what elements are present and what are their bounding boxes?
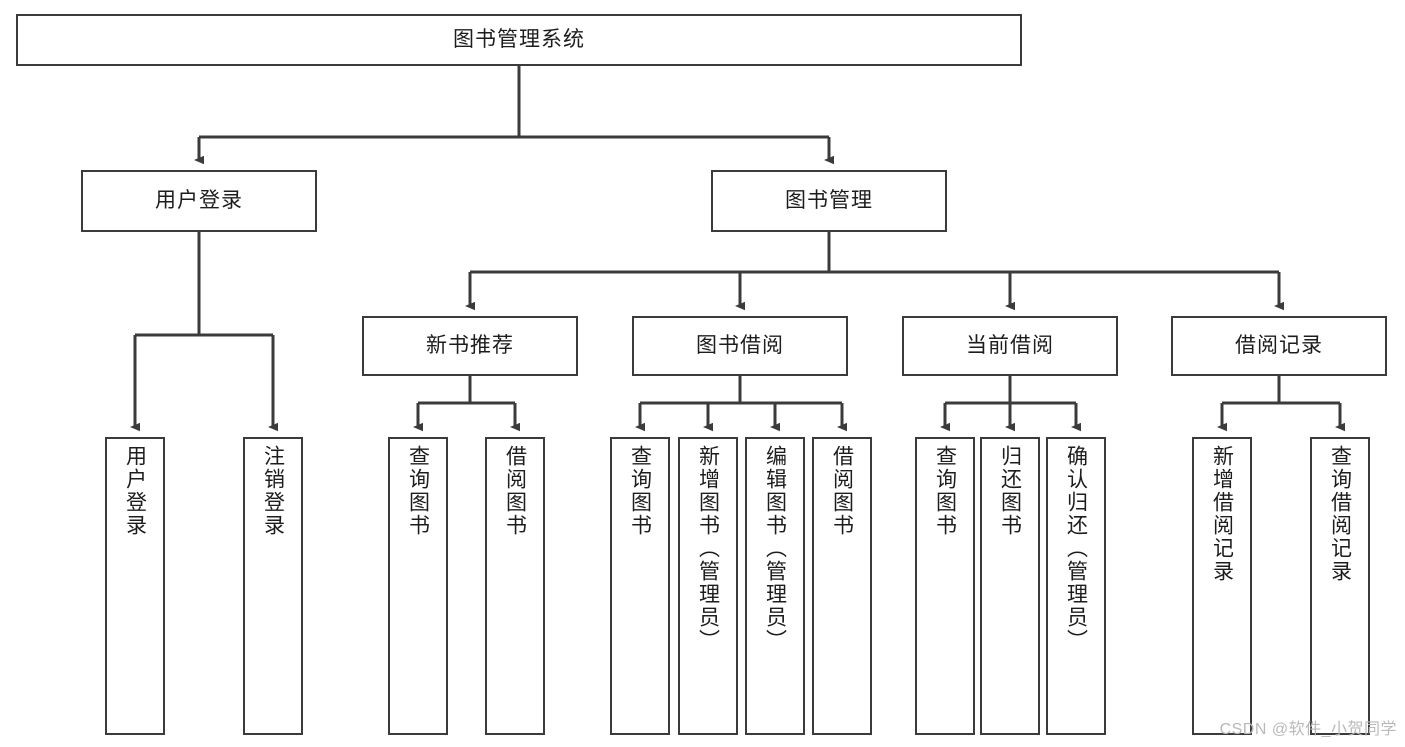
node-label: 新增借阅记录 bbox=[1210, 445, 1234, 583]
leaf-user-login-login[interactable]: 用户登录 bbox=[105, 437, 165, 735]
leaf-current-return-book[interactable]: 归还图书 bbox=[980, 437, 1040, 735]
leaf-borrow-add-book-admin[interactable]: 新增图书（管理员） bbox=[678, 437, 738, 735]
node-label: 查询图书 bbox=[628, 445, 652, 537]
node-label: 编辑图书（管理员） bbox=[763, 445, 787, 652]
leaf-borrow-borrow-book[interactable]: 借阅图书 bbox=[812, 437, 872, 735]
node-label: 注销登录 bbox=[261, 445, 285, 537]
node-label: 查询图书 bbox=[933, 445, 957, 537]
node-label: 查询图书 bbox=[406, 445, 430, 537]
csdn-watermark: CSDN @软件_小贺同学 bbox=[1219, 721, 1397, 738]
node-label: 归还图书 bbox=[998, 445, 1022, 537]
node-borrow-record[interactable]: 借阅记录 bbox=[1171, 316, 1387, 376]
node-label: 新增图书（管理员） bbox=[696, 445, 720, 652]
node-label: 图书借阅 bbox=[696, 333, 784, 357]
node-current-borrow[interactable]: 当前借阅 bbox=[902, 316, 1118, 376]
leaf-current-query-book[interactable]: 查询图书 bbox=[915, 437, 975, 735]
node-new-book-recommend[interactable]: 新书推荐 bbox=[362, 316, 578, 376]
leaf-borrow-query-book[interactable]: 查询图书 bbox=[610, 437, 670, 735]
node-root-system[interactable]: 图书管理系统 bbox=[16, 14, 1022, 66]
node-label: 借阅图书 bbox=[503, 445, 527, 537]
node-label: 查询借阅记录 bbox=[1328, 445, 1352, 583]
node-label: 确认归还（管理员） bbox=[1064, 445, 1088, 652]
leaf-recommend-borrow-book[interactable]: 借阅图书 bbox=[485, 437, 545, 735]
node-label: 用户登录 bbox=[155, 188, 243, 212]
leaf-user-login-logout[interactable]: 注销登录 bbox=[243, 437, 303, 735]
node-label: 借阅图书 bbox=[830, 445, 854, 537]
node-label: 用户登录 bbox=[123, 445, 147, 537]
node-label: 借阅记录 bbox=[1235, 333, 1323, 357]
leaf-borrow-edit-book-admin[interactable]: 编辑图书（管理员） bbox=[745, 437, 805, 735]
node-label: 图书管理 bbox=[785, 188, 873, 212]
node-book-management[interactable]: 图书管理 bbox=[711, 170, 947, 232]
node-book-borrow[interactable]: 图书借阅 bbox=[632, 316, 848, 376]
node-user-login[interactable]: 用户登录 bbox=[81, 170, 317, 232]
node-label: 图书管理系统 bbox=[453, 27, 585, 51]
leaf-current-confirm-return-admin[interactable]: 确认归还（管理员） bbox=[1046, 437, 1106, 735]
leaf-record-query-record[interactable]: 查询借阅记录 bbox=[1310, 437, 1370, 735]
node-label: 新书推荐 bbox=[426, 333, 514, 357]
leaf-record-add-record[interactable]: 新增借阅记录 bbox=[1192, 437, 1252, 735]
node-label: 当前借阅 bbox=[966, 333, 1054, 357]
leaf-recommend-query-book[interactable]: 查询图书 bbox=[388, 437, 448, 735]
